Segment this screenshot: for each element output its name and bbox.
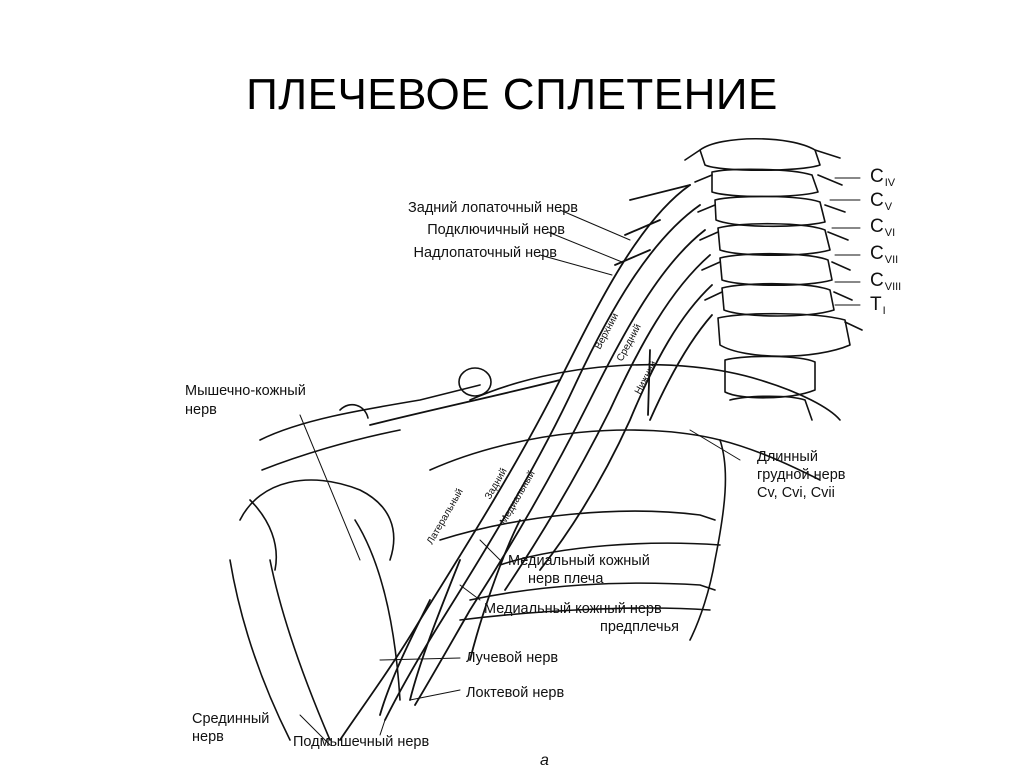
rib-cage (429, 363, 841, 641)
shoulder-bones (229, 479, 401, 741)
vertebra-label-civ: CIV (870, 166, 896, 189)
label-median-2: нерв (192, 729, 224, 745)
vertebra-label-cviii: CVIII (870, 270, 902, 293)
label-median-1: Срединный (192, 711, 270, 727)
label-musculocutaneous-1: Мышечно-кожный (185, 383, 306, 399)
label-musculocutaneous-2: нерв (185, 402, 217, 418)
label-medial-cutaneous-arm-2: нерв плеча (528, 571, 604, 587)
label-radial: Лучевой нерв (466, 650, 559, 666)
label-dorsal-scapular: Задний лопаточный нерв (408, 200, 578, 216)
slide-title: ПЛЕЧЕВОЕ СПЛЕТЕНИЕ (246, 70, 778, 119)
vertebra-label-cvii: CVII (870, 243, 899, 266)
label-suprascapular: Надлопаточный нерв (413, 245, 557, 261)
vertebra-label-ti: TI (870, 294, 886, 317)
nerve-trunks (339, 184, 713, 741)
label-long-thoracic-1: Длинный (757, 449, 818, 465)
label-long-thoracic-2: грудной нерв (757, 467, 846, 483)
label-medial-cutaneous-forearm-2: предплечья (600, 619, 679, 635)
label-axillary: Подмышечный нерв (293, 734, 430, 750)
clavicle (259, 367, 492, 471)
vertebra-label-cv: CV (870, 190, 893, 213)
cervical-spine (684, 137, 863, 421)
trunk-upper-label: Верхний (593, 311, 621, 351)
label-long-thoracic-3: Cv, Cvi, Cvii (757, 485, 835, 501)
vertebra-label-cvi: CVI (870, 216, 896, 239)
label-subclavian: Подключичный нерв (427, 222, 565, 238)
figure-mark: a (540, 752, 549, 767)
label-medial-cutaneous-forearm-1: Медиальный кожный нерв (484, 601, 662, 617)
label-ulnar: Локтевой нерв (466, 685, 565, 701)
leader-lines (299, 177, 861, 746)
label-medial-cutaneous-arm-1: Медиальный кожный (508, 553, 650, 569)
